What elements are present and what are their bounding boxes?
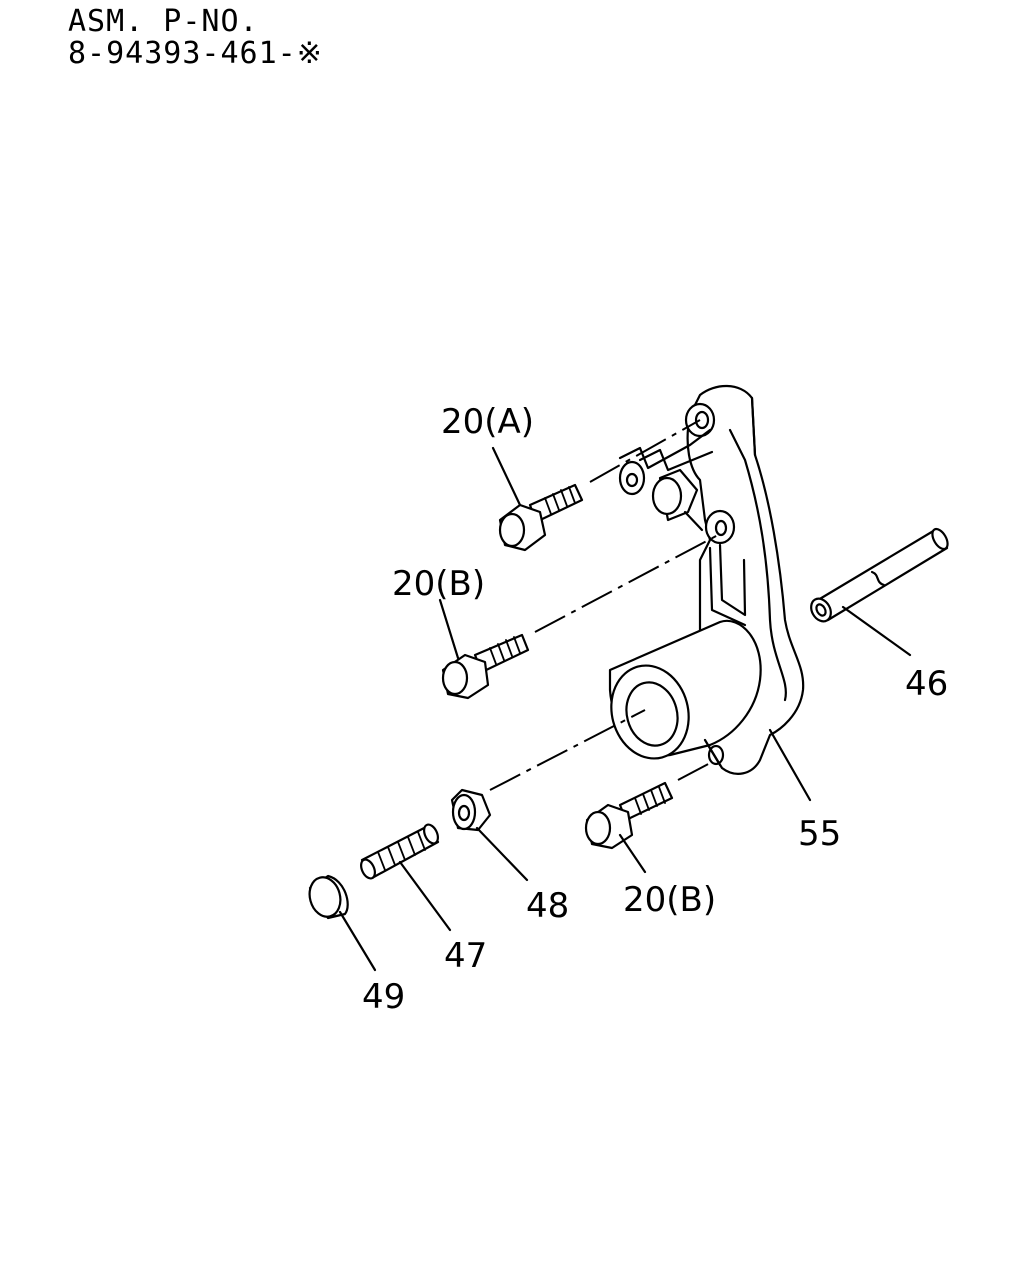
leader-20a — [491, 446, 522, 507]
assembly-label: ASM. P-NO. — [68, 4, 259, 39]
alignment-line-lower — [489, 709, 646, 791]
leader-49 — [338, 910, 377, 972]
bolt-20b-lower — [584, 781, 674, 850]
leader-48 — [475, 826, 529, 882]
callout-55: 55 — [798, 814, 841, 854]
alignment-line-bottom — [677, 761, 713, 781]
cap-49 — [308, 874, 349, 920]
alignment-line-upper — [589, 419, 701, 483]
assembly-part-number: 8-94393-461-※ — [68, 36, 323, 71]
callout-46: 46 — [905, 664, 948, 704]
alignment-line-middle — [534, 534, 719, 633]
callout-20b-upper: 20(B) — [392, 564, 485, 604]
callout-48: 48 — [526, 886, 569, 926]
leader-20b-lower — [618, 833, 647, 874]
bolt-20b-upper — [441, 633, 530, 700]
leader-20b-upper — [438, 598, 460, 660]
bolt-20a — [498, 483, 584, 552]
callout-20b-lower: 20(B) — [623, 880, 716, 920]
pin-46 — [810, 527, 949, 623]
bracket-55 — [608, 384, 805, 775]
nut-48 — [450, 788, 492, 832]
callout-49: 49 — [362, 977, 405, 1017]
leader-47 — [398, 860, 452, 932]
callout-20a: 20(A) — [441, 402, 534, 442]
assembly-header: ASM. P-NO. 8-94393-461-※ — [68, 6, 323, 70]
callout-47: 47 — [444, 936, 487, 976]
spring-47 — [360, 823, 440, 880]
leader-46 — [841, 605, 912, 657]
leader-55 — [768, 728, 812, 802]
